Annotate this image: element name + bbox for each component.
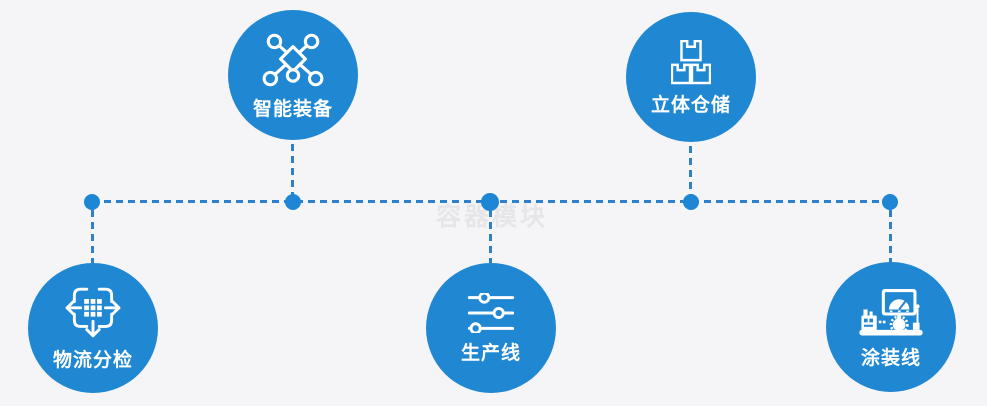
junction-dot (285, 194, 301, 210)
connector-production-line (489, 210, 492, 263)
sort-distribute-icon (64, 286, 122, 340)
node-logistics-sorting: 物流分检 (28, 263, 158, 393)
node-production-line: 生产线 (426, 263, 556, 393)
junction-dot (683, 194, 699, 210)
node-label: 生产线 (460, 343, 521, 364)
node-label: 物流分检 (52, 350, 133, 371)
junction-dot (882, 194, 898, 210)
junction-dot (481, 193, 499, 211)
node-label: 智能装备 (252, 99, 333, 120)
connector-3d-warehouse (689, 146, 692, 195)
sliders-icon (467, 293, 515, 333)
connector-smart-equipment (291, 144, 294, 195)
connector-logistics-sorting (91, 210, 94, 263)
junction-dot (84, 194, 100, 210)
control-panel-icon (857, 287, 925, 338)
connector-painting-line (889, 210, 892, 262)
node-label: 立体仓储 (650, 94, 731, 116)
node-smart-equipment: 智能装备 (228, 10, 358, 140)
network-nodes-icon (260, 31, 326, 89)
node-3d-warehouse: 立体仓储 (626, 12, 756, 142)
node-label: 涂装线 (860, 347, 921, 369)
node-painting-line: 涂装线 (826, 262, 956, 392)
stacked-boxes-icon (671, 39, 711, 85)
